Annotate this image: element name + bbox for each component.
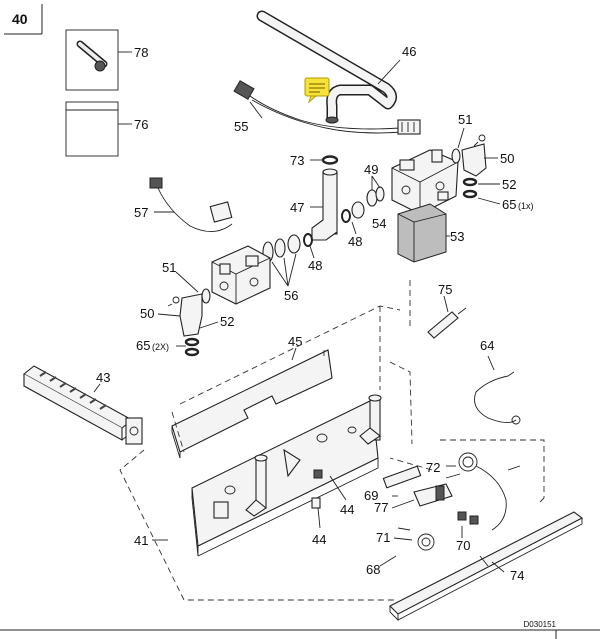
label-65-upper-qty: (1x) [518,201,534,211]
part-lower-gas-valve [211,245,271,305]
label-43: 43 [96,370,110,385]
label-73: 73 [290,153,304,168]
label-46: 46 [402,44,416,59]
label-57: 57 [134,205,148,220]
part-49-fittings [341,175,385,223]
part-75-electrode [427,295,467,339]
label-75: 75 [438,282,452,297]
label-52-upper: 52 [502,177,516,192]
label-70: 70 [456,538,470,553]
label-69: 69 [364,488,378,503]
label-65-lower: 65 [136,338,150,353]
part-46-pipe [256,10,401,124]
label-52-lower: 52 [220,314,234,329]
label-47: 47 [290,200,304,215]
label-53: 53 [450,229,464,244]
part-43-burner [23,365,143,445]
label-49: 49 [364,162,378,177]
label-55: 55 [234,119,248,134]
label-68: 68 [366,562,380,577]
dashed-outlines [119,280,545,601]
label-78: 78 [134,45,148,60]
label-72: 72 [426,460,440,475]
drawing-reference: D030151 [524,620,557,629]
part-51-50-52-65-upper [451,127,501,205]
label-50-upper: 50 [500,151,514,166]
label-65-upper: 65 [502,197,516,212]
label-54: 54 [372,216,386,231]
label-45: 45 [288,334,302,349]
part-56-fittings [262,233,315,287]
part-57-sensor [149,177,233,232]
label-76: 76 [134,117,148,132]
label-74: 74 [510,568,524,583]
label-56: 56 [284,288,298,303]
label-48-upper: 48 [348,234,362,249]
part-burner-plate [191,394,382,557]
sticky-note-icon[interactable] [304,77,330,104]
part-47-pipe [310,168,338,241]
part-45-shield [171,347,333,459]
label-50-lower: 50 [140,306,154,321]
part-64-cable [474,355,521,425]
label-77: 77 [374,500,388,515]
label-64: 64 [480,338,494,353]
part-74-rail [389,511,584,622]
label-51-lower: 51 [162,260,176,275]
part-76-bag [65,101,132,157]
part-53-box [397,203,450,263]
label-71: 71 [376,530,390,545]
part-78-bag [65,29,132,91]
part-55-harness [233,80,421,135]
label-48-lower: 48 [308,258,322,273]
label-44-lower: 44 [312,532,326,547]
page-header: 40 [4,4,43,35]
page-number: 40 [12,11,28,27]
part-upper-gas-valve [391,149,459,215]
part-pilot-assembly [382,452,521,551]
label-51-upper: 51 [458,112,472,127]
part-73-oring [310,155,339,165]
page-footer: D030151 [0,620,600,639]
label-65-lower-qty: (2X) [152,342,169,352]
part-51-50-52-65-lower [157,271,219,357]
label-44-upper: 44 [340,502,354,517]
label-41: 41 [134,533,148,548]
